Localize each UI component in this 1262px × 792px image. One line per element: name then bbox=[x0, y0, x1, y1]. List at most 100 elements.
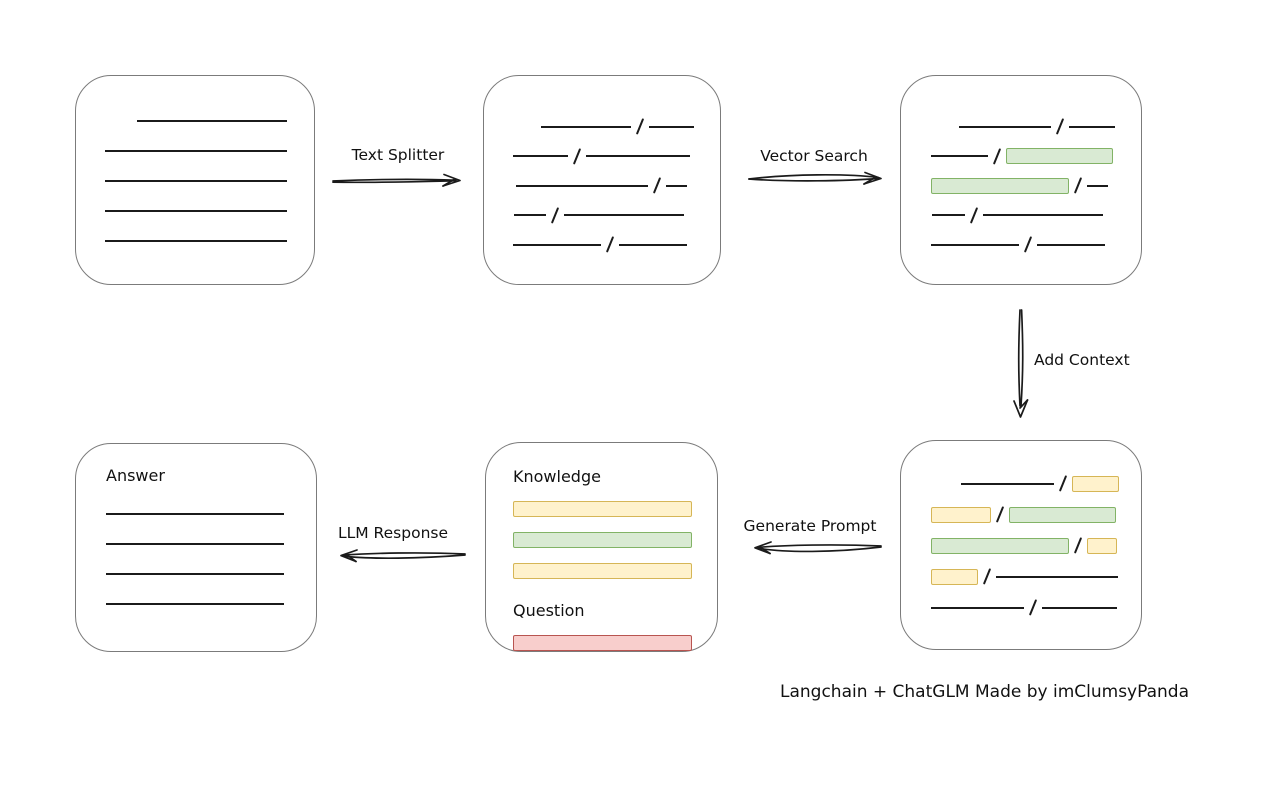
slash-separator bbox=[1028, 599, 1038, 616]
text-line bbox=[1069, 125, 1116, 128]
knowledge-label: Knowledge bbox=[513, 467, 601, 486]
segment-row bbox=[931, 142, 1114, 172]
segment-row bbox=[932, 201, 1113, 231]
text-line bbox=[513, 155, 568, 158]
text-line bbox=[564, 214, 685, 217]
segment-row bbox=[931, 171, 1113, 201]
text-splitter-label: Text Splitter bbox=[351, 146, 445, 164]
yellow-highlight-chunk bbox=[1087, 537, 1118, 554]
question-bars bbox=[513, 635, 692, 651]
text-line bbox=[961, 482, 1054, 485]
text-line bbox=[1087, 184, 1109, 187]
segment-row bbox=[105, 166, 287, 196]
llm-response-arrow bbox=[340, 549, 466, 563]
answer-label: Answer bbox=[106, 466, 165, 485]
context-added-box bbox=[900, 440, 1142, 650]
segment-row bbox=[137, 106, 287, 136]
text-line bbox=[105, 150, 287, 152]
segment-row bbox=[513, 230, 692, 260]
text-line bbox=[106, 603, 284, 605]
text-line bbox=[586, 155, 691, 158]
segment-row bbox=[931, 561, 1119, 592]
prompt-box: Knowledge Question bbox=[485, 442, 718, 652]
slash-separator bbox=[1073, 537, 1083, 554]
text-line bbox=[106, 513, 284, 515]
yellow-highlight-chunk bbox=[931, 506, 991, 523]
text-line bbox=[649, 125, 695, 128]
slash-separator bbox=[995, 506, 1005, 523]
segment-row bbox=[961, 468, 1120, 499]
segment-row bbox=[931, 592, 1118, 623]
vector-matches-box bbox=[900, 75, 1142, 285]
text-line bbox=[105, 240, 287, 242]
slash-separator bbox=[605, 236, 615, 254]
segment-row bbox=[541, 112, 695, 142]
text-line bbox=[931, 243, 1019, 246]
context-added-rows bbox=[901, 441, 1141, 649]
text-line bbox=[619, 243, 688, 246]
slash-separator bbox=[652, 177, 662, 195]
text-line bbox=[1042, 606, 1118, 609]
text-splitter-arrow bbox=[332, 173, 461, 187]
llm-response-label: LLM Response bbox=[337, 524, 448, 542]
text-line bbox=[1037, 243, 1106, 246]
text-line bbox=[513, 243, 601, 246]
generate-prompt-arrow bbox=[754, 541, 882, 555]
vector-matches-rows bbox=[901, 76, 1141, 284]
segment-row bbox=[931, 530, 1118, 561]
diagram-caption: Langchain + ChatGLM Made by imClumsyPand… bbox=[780, 682, 1189, 702]
slash-separator bbox=[1073, 177, 1083, 195]
text-line bbox=[666, 184, 688, 187]
red-bar bbox=[513, 635, 692, 651]
slash-separator bbox=[992, 147, 1002, 165]
segment-row bbox=[514, 201, 692, 231]
text-line bbox=[996, 575, 1119, 578]
text-line bbox=[983, 214, 1104, 217]
vector-search-arrow bbox=[748, 171, 882, 185]
segment-row bbox=[959, 112, 1116, 142]
slash-separator bbox=[1023, 236, 1033, 254]
green-bar bbox=[513, 532, 692, 548]
green-highlight-chunk bbox=[931, 177, 1069, 194]
source-document-rows bbox=[76, 76, 314, 284]
slash-separator bbox=[1058, 475, 1068, 492]
slash-separator bbox=[1055, 118, 1065, 136]
text-line bbox=[541, 125, 631, 128]
segment-row bbox=[516, 171, 692, 201]
text-line bbox=[105, 180, 287, 182]
slash-separator bbox=[969, 206, 979, 224]
text-line bbox=[959, 125, 1051, 128]
slash-separator bbox=[982, 568, 992, 585]
add-context-arrow bbox=[1013, 309, 1029, 418]
text-line bbox=[137, 120, 287, 122]
answer-lines bbox=[106, 513, 284, 605]
segment-row bbox=[105, 136, 287, 166]
text-line bbox=[932, 214, 965, 217]
segment-row bbox=[931, 499, 1117, 530]
question-label: Question bbox=[513, 601, 585, 620]
segment-row bbox=[931, 230, 1113, 260]
green-highlight-chunk bbox=[931, 537, 1069, 554]
yellow-bar bbox=[513, 501, 692, 517]
text-line bbox=[106, 543, 284, 545]
answer-box: Answer bbox=[75, 443, 317, 652]
text-line bbox=[106, 573, 284, 575]
text-line bbox=[514, 214, 546, 217]
green-highlight-chunk bbox=[1009, 506, 1117, 523]
slash-separator bbox=[572, 147, 582, 165]
split-text-rows bbox=[484, 76, 720, 284]
knowledge-bars bbox=[513, 501, 692, 579]
segment-row bbox=[105, 226, 287, 256]
add-context-label: Add Context bbox=[1034, 351, 1130, 369]
text-line bbox=[931, 155, 988, 158]
segment-row bbox=[105, 196, 287, 226]
slash-separator bbox=[550, 206, 560, 224]
text-line bbox=[516, 184, 648, 187]
split-text-box bbox=[483, 75, 721, 285]
segment-row bbox=[513, 142, 692, 172]
slash-separator bbox=[635, 118, 645, 136]
yellow-highlight-chunk bbox=[931, 568, 978, 585]
text-line bbox=[105, 210, 287, 212]
source-document-box bbox=[75, 75, 315, 285]
